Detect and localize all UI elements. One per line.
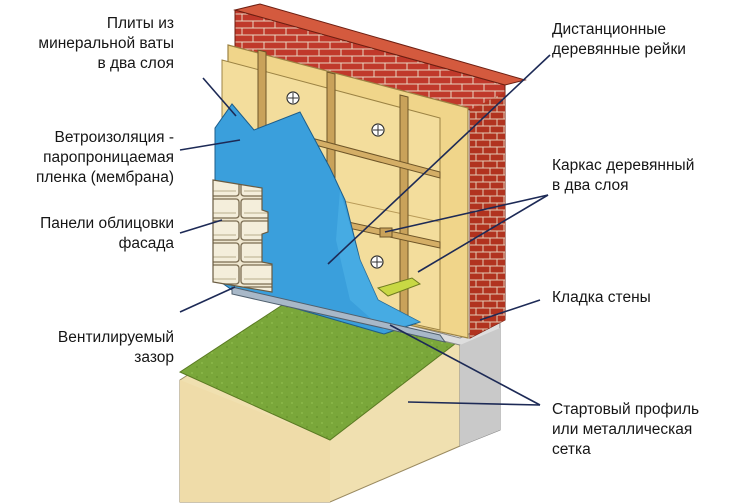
label-wood-frame: Каркас деревянный в два слоя: [552, 157, 695, 194]
label-starter-profile: Стартовый профиль или металлическая сетк…: [552, 401, 700, 458]
facade-siding-panels: [212, 179, 273, 293]
label-wind-barrier: Ветроизоляция - паропроницаемая пленка (…: [35, 129, 174, 186]
ground-base: [178, 299, 462, 503]
label-spacer-battens: Дистанционные деревянные рейки: [552, 21, 686, 58]
label-masonry: Кладка стены: [552, 289, 651, 306]
starter-profile: [231, 277, 447, 343]
leader-lines: [179, 54, 551, 406]
label-vent-gap: Вентилируемый зазор: [57, 329, 174, 366]
label-facade-panels: Панели облицовки фасада: [40, 215, 174, 252]
label-mineral-wool: Плиты из минеральной ваты в два слоя: [38, 15, 174, 72]
